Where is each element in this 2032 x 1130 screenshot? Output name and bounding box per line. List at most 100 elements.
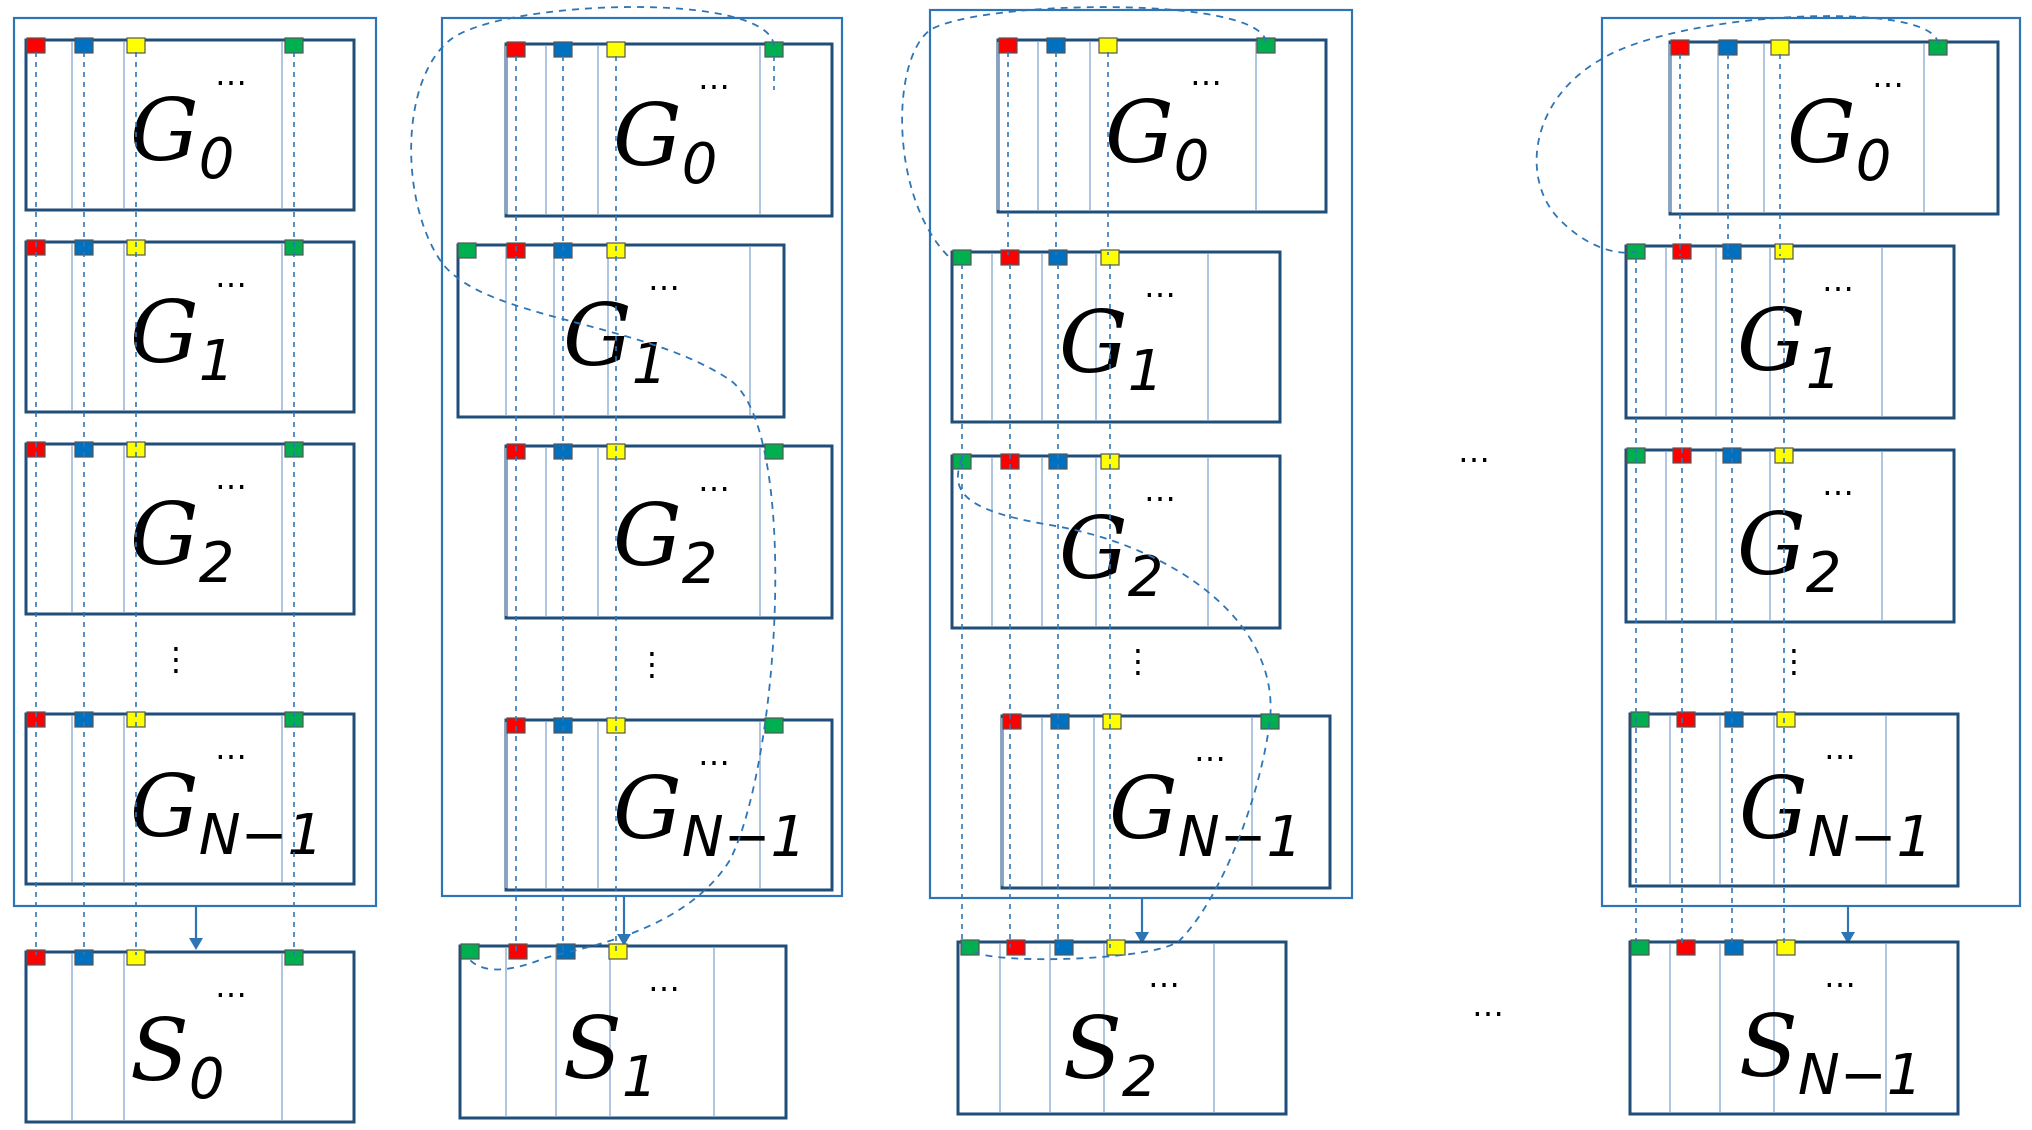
wrap-connector <box>1535 15 1939 254</box>
blue-element-marker <box>1050 713 1070 730</box>
label-base: G <box>1109 759 1178 859</box>
label-subscript: 0 <box>199 127 235 192</box>
block-label: G0 <box>1105 83 1209 194</box>
label-subscript: 1 <box>622 1045 658 1110</box>
label-base: G <box>130 757 199 857</box>
block-label: SN−1 <box>1739 997 1922 1108</box>
cell-ellipsis: … <box>1144 471 1176 509</box>
block-label: G0 <box>130 81 234 192</box>
block-frame <box>24 712 356 886</box>
cell-ellipsis: … <box>648 260 680 298</box>
group-G0: …G0 <box>1668 39 2000 216</box>
column-0: …G0…G1…G2…GN−1⋮…S0 <box>12 16 378 1124</box>
block-frame <box>24 240 356 414</box>
label-base: G <box>1105 83 1174 183</box>
block-label: S0 <box>130 1001 225 1112</box>
red-element-marker <box>506 41 526 58</box>
red-element-marker <box>1676 711 1696 728</box>
wrap-connector <box>901 6 1267 259</box>
red-element-marker <box>1002 713 1022 730</box>
yellow-element-marker <box>1776 711 1796 728</box>
row-ellipsis: ⋮ <box>1778 642 1810 680</box>
label-base: S <box>1739 997 1798 1097</box>
label-base: G <box>1739 759 1808 859</box>
block-frame <box>504 444 834 620</box>
blue-element-marker <box>1724 939 1744 956</box>
label-subscript: 2 <box>199 531 235 596</box>
block-frame <box>1628 712 1960 888</box>
red-element-marker <box>1676 939 1696 956</box>
block-label: G2 <box>613 486 717 597</box>
cell-ellipsis: … <box>1822 465 1854 503</box>
cell-ellipsis: … <box>215 967 247 1005</box>
block-frame <box>458 944 788 1120</box>
row-ellipsis: ⋮ <box>160 640 192 678</box>
blue-element-marker <box>1046 37 1066 54</box>
block-label: G2 <box>1059 499 1163 610</box>
group-stack-frame <box>440 16 844 898</box>
block-frame <box>1628 940 1960 1116</box>
group-G0: …G0 <box>24 37 356 212</box>
column-1: …G0…G1…G2⋮…GN−1…S1 <box>410 6 844 1120</box>
cell-ellipsis: … <box>215 729 247 767</box>
result-S1: …S1 <box>458 943 788 1120</box>
block-frame <box>996 38 1328 214</box>
group-G2: …G2 <box>504 443 834 620</box>
label-subscript: N−1 <box>682 805 806 870</box>
red-element-marker <box>1000 249 1020 266</box>
group-G2: …G2 <box>1624 447 1956 624</box>
block-label: G0 <box>613 86 717 197</box>
label-base: G <box>130 283 199 383</box>
label-base: G <box>563 286 632 386</box>
block-frame <box>1624 244 1956 420</box>
label-subscript: 2 <box>1122 1045 1158 1110</box>
label-subscript: 0 <box>682 132 718 197</box>
yellow-element-marker <box>1770 39 1790 56</box>
red-element-marker <box>1670 39 1690 56</box>
label-base: G <box>613 759 682 859</box>
label-base: G <box>1787 83 1856 183</box>
label-subscript: 2 <box>682 532 718 597</box>
group-G1: …G1 <box>950 249 1282 424</box>
yellow-element-marker <box>1100 249 1120 266</box>
block-label: S1 <box>563 999 658 1110</box>
blue-element-marker <box>1054 939 1074 956</box>
label-subscript: 0 <box>1174 129 1210 194</box>
sum-arrowhead <box>189 938 203 950</box>
block-frame <box>950 250 1282 424</box>
label-subscript: 1 <box>199 329 235 394</box>
column-gap-ellipsis: … <box>1458 432 1490 470</box>
block-frame <box>24 38 356 212</box>
cell-ellipsis: … <box>215 55 247 93</box>
cell-ellipsis: … <box>215 257 247 295</box>
group-G2: …G2 <box>950 453 1282 630</box>
blue-element-marker <box>1048 249 1068 266</box>
label-base: S <box>1063 999 1122 1099</box>
block-frame <box>504 42 834 218</box>
green-element-marker <box>284 949 304 966</box>
group-G0: …G0 <box>996 37 1328 214</box>
cell-ellipsis: … <box>698 461 730 499</box>
cell-ellipsis: … <box>1190 55 1222 93</box>
cell-ellipsis: … <box>698 735 730 773</box>
red-element-marker <box>26 37 46 54</box>
blue-element-marker <box>1722 243 1742 260</box>
group-G2: …G2 <box>24 441 356 616</box>
block-frame <box>1624 448 1956 624</box>
green-element-marker <box>1256 37 1276 54</box>
yellow-element-marker <box>1102 713 1122 730</box>
label-base: G <box>130 81 199 181</box>
row-ellipsis: ⋮ <box>1122 642 1154 680</box>
block-frame <box>24 950 356 1124</box>
yellow-element-marker <box>1098 37 1118 54</box>
group-G1: …G1 <box>24 239 356 414</box>
block-label: G1 <box>563 286 667 397</box>
result-S2: …S2 <box>956 939 1288 1116</box>
label-base: S <box>563 999 622 1099</box>
label-subscript: N−1 <box>1808 805 1932 870</box>
green-element-marker <box>960 939 980 956</box>
label-subscript: 0 <box>1856 129 1892 194</box>
yellow-element-marker <box>1774 243 1794 260</box>
green-element-marker <box>1630 939 1650 956</box>
block-label: G1 <box>130 283 234 394</box>
